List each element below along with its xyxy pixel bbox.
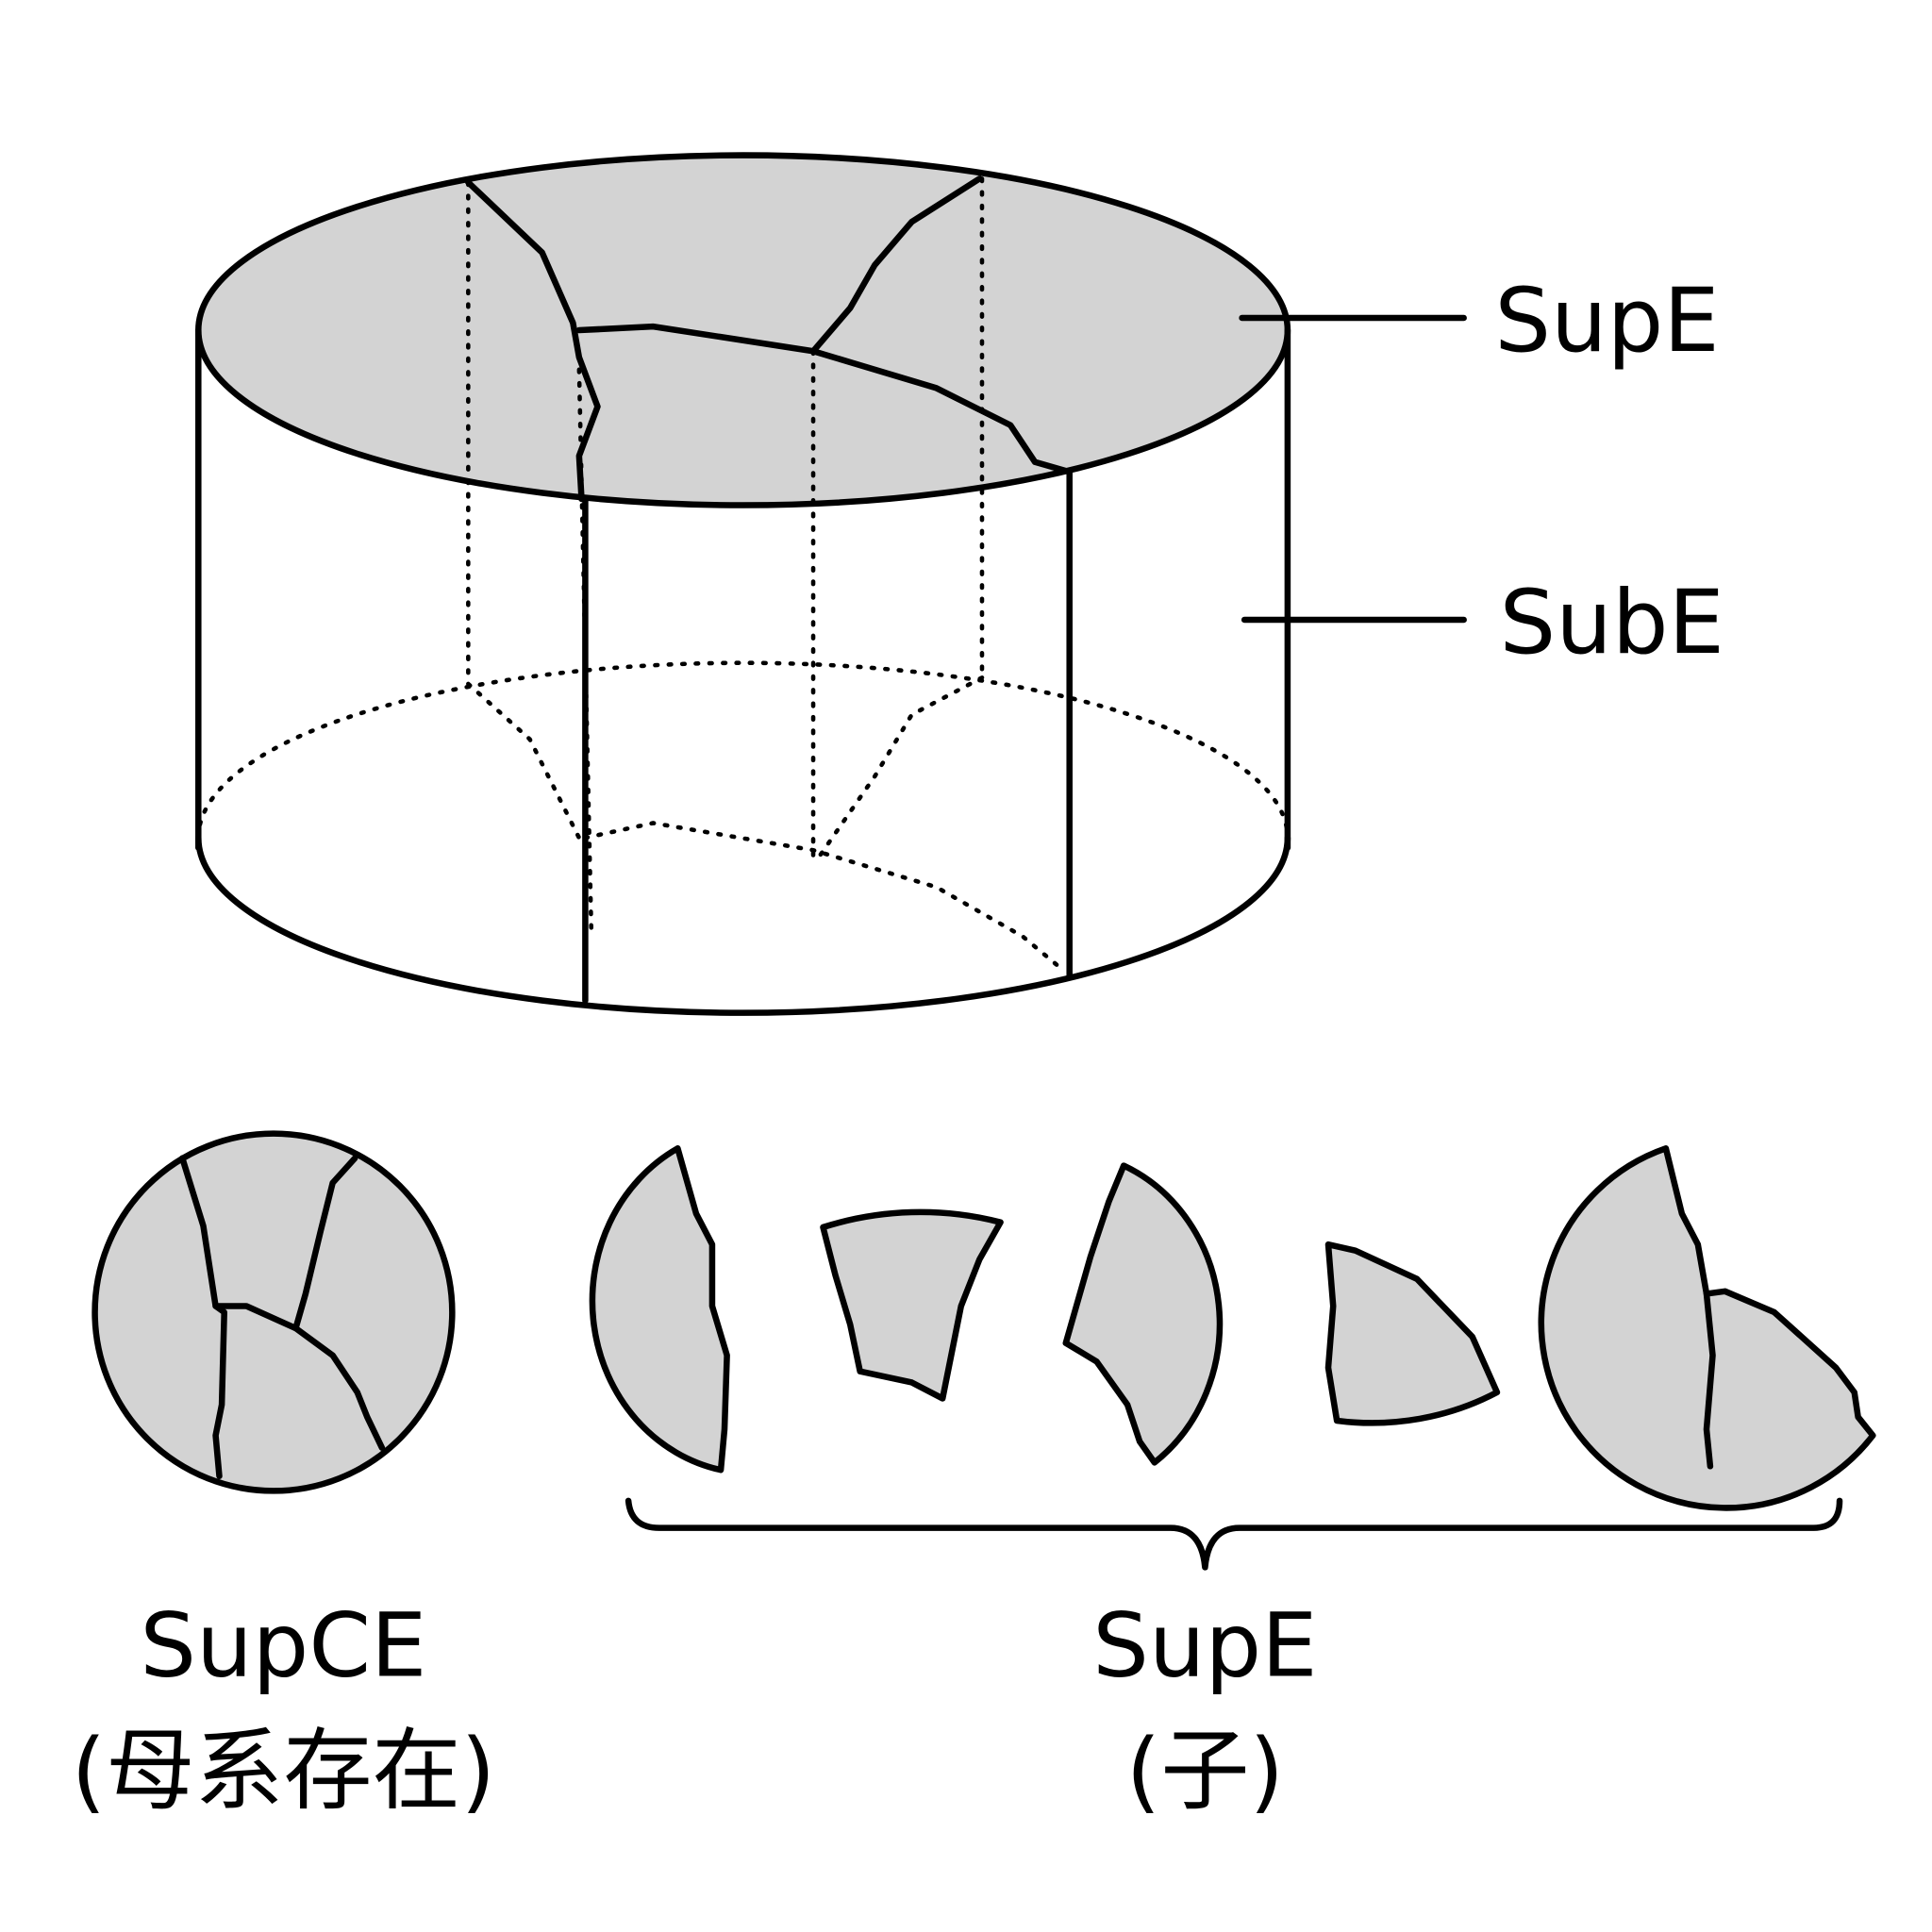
supe-label: SupE bbox=[1494, 270, 1719, 373]
supce-sublabel: (母系存在) bbox=[72, 1721, 496, 1824]
supce-whole-disk bbox=[92, 1130, 456, 1494]
hidden-bottom-crack-2 bbox=[817, 675, 985, 859]
supe-piece-2 bbox=[820, 1208, 1004, 1402]
cylinder-bottom-back-edge bbox=[196, 660, 1291, 841]
hidden-bottom-crack-1 bbox=[466, 681, 582, 841]
supe-piece-1 bbox=[589, 1145, 730, 1474]
cylinder bbox=[195, 152, 1291, 1016]
hidden-bottom-crack-3 bbox=[583, 821, 1062, 970]
sube-label: SubE bbox=[1500, 572, 1724, 675]
curly-brace bbox=[625, 1497, 1843, 1571]
hidden-boundary-4 bbox=[576, 367, 594, 939]
cylinder-bottom-front-edge bbox=[195, 834, 1291, 1016]
supe-piece-5 bbox=[1538, 1145, 1876, 1511]
supe-pieces-sublabel: (子) bbox=[1126, 1721, 1284, 1824]
supe-piece-4 bbox=[1324, 1241, 1501, 1426]
cylinder-top-face bbox=[195, 152, 1291, 508]
top-crack-3 bbox=[809, 175, 983, 355]
top-crack-1 bbox=[465, 179, 601, 503]
supce-label: SupCE bbox=[140, 1594, 426, 1697]
supe-piece-3 bbox=[1062, 1162, 1224, 1466]
supe-pieces-label: SupE bbox=[1092, 1594, 1317, 1697]
top-crack-2 bbox=[575, 323, 1073, 475]
